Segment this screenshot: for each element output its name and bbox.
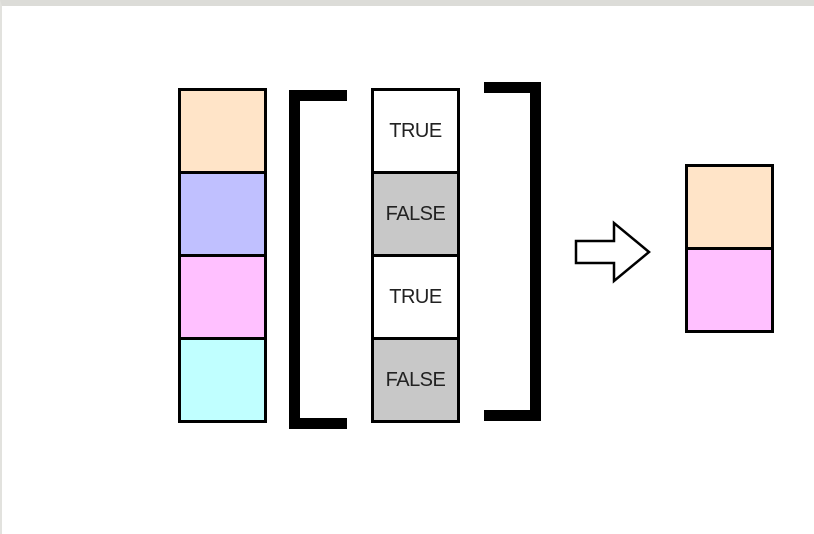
right-arrow-icon: [574, 220, 651, 284]
mask-cell-2: FALSE: [371, 171, 460, 257]
result-cell-1: [685, 164, 774, 250]
left-bracket: [289, 90, 347, 429]
mask-cell-3: TRUE: [371, 254, 460, 340]
source-vector: [178, 88, 267, 423]
source-cell-1: [178, 88, 267, 174]
result-cell-2: [685, 247, 774, 333]
source-cell-4: [178, 337, 267, 423]
right-bracket: [484, 82, 541, 421]
result-vector: [685, 164, 774, 333]
arrow-shape: [574, 220, 651, 284]
mask-cell-4: FALSE: [371, 337, 460, 423]
logical-mask-vector: TRUE FALSE TRUE FALSE: [371, 88, 460, 423]
source-cell-2: [178, 171, 267, 257]
source-cell-3: [178, 254, 267, 340]
mask-cell-1: TRUE: [371, 88, 460, 174]
